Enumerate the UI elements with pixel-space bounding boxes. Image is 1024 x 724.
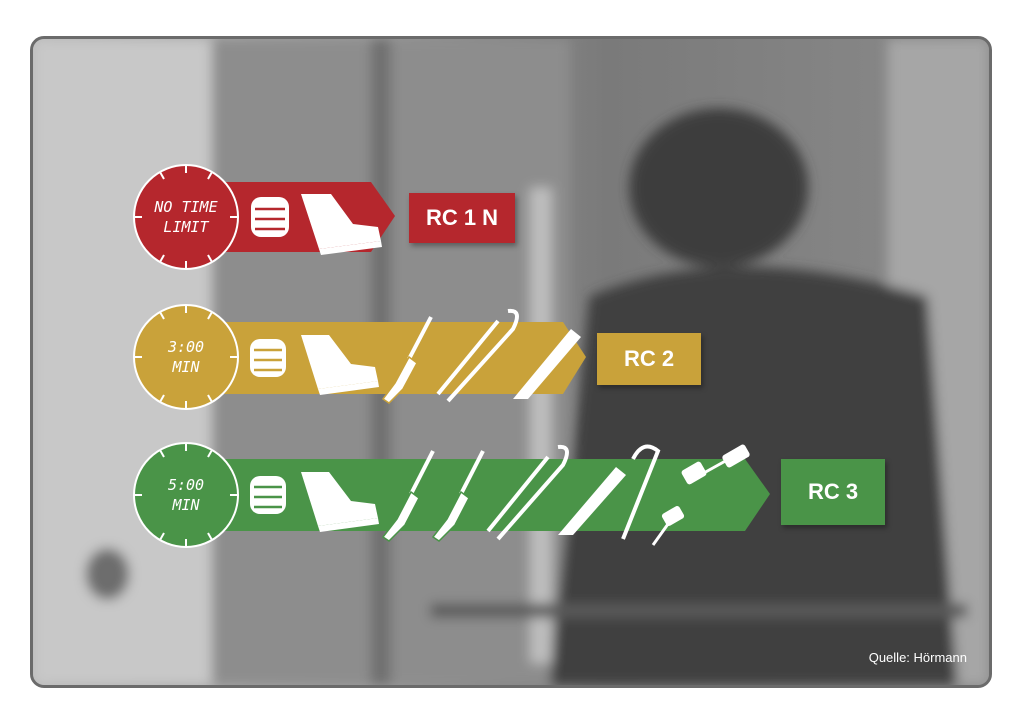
infographic-frame: NO TIME LIMIT RC 1 N [30, 36, 992, 688]
background-photo [33, 39, 989, 685]
source-credit: Quelle: Hörmann [868, 650, 967, 665]
